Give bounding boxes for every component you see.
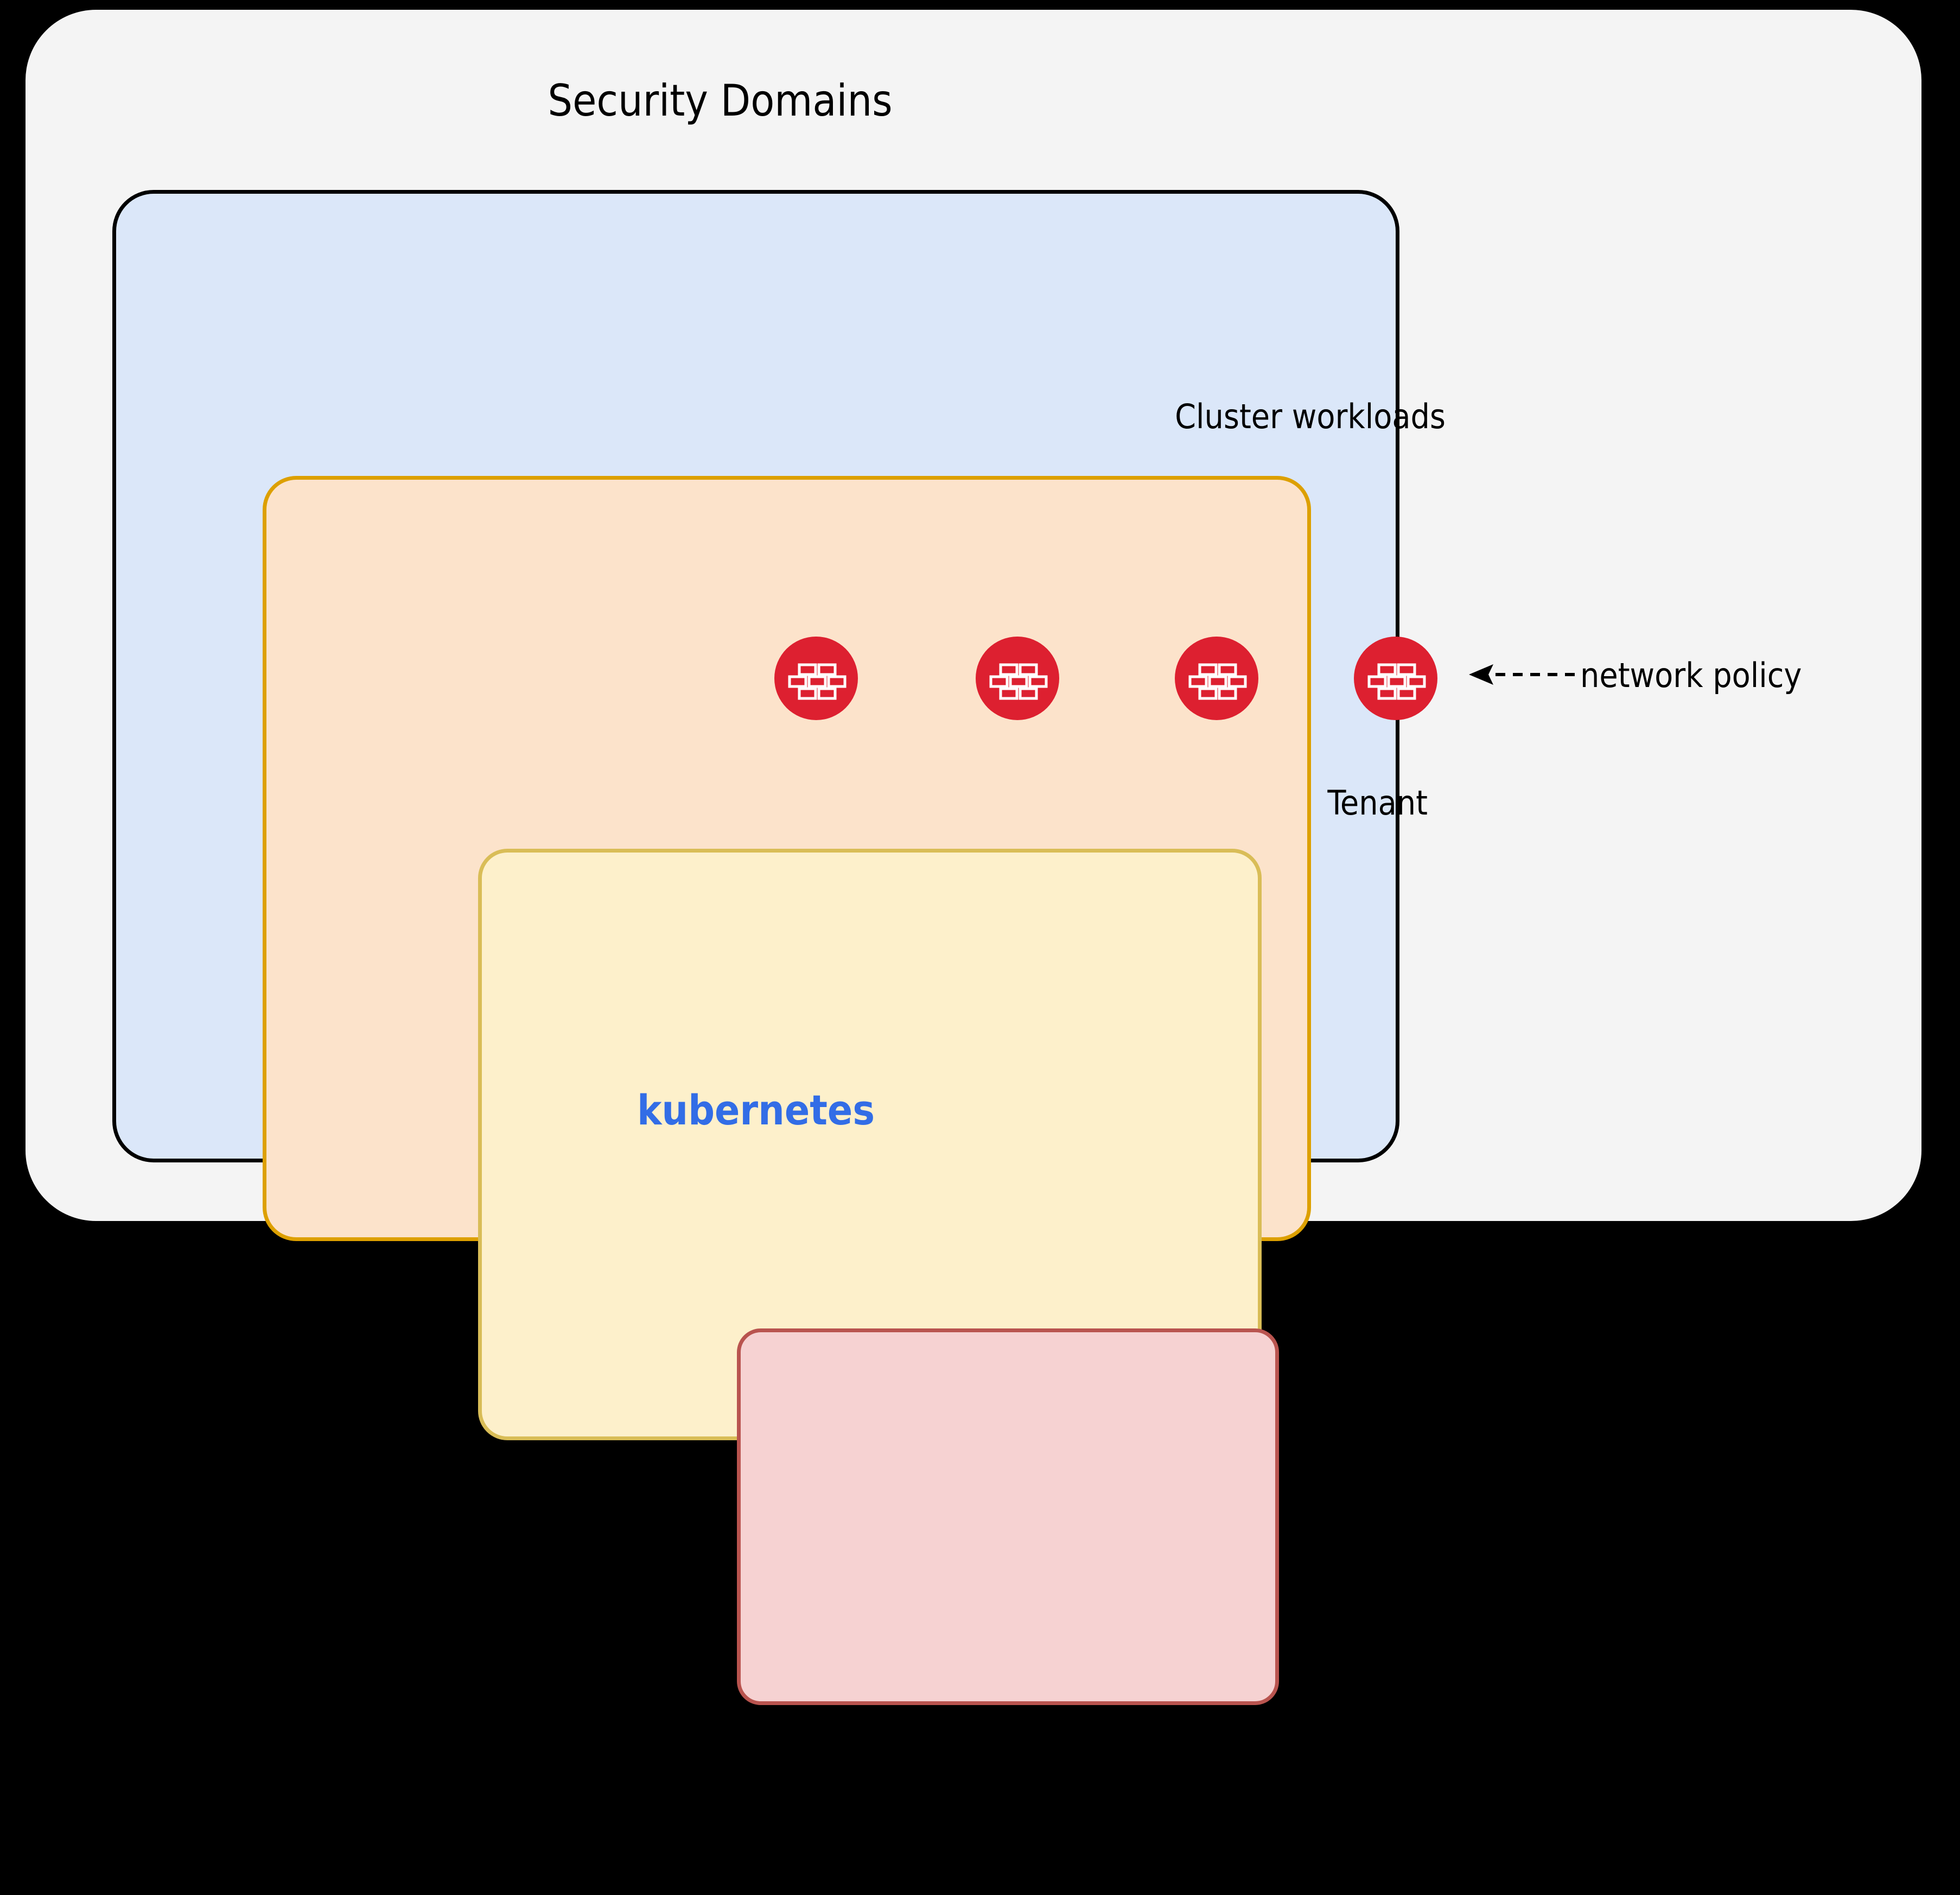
firewall-brick-icon <box>989 663 1048 700</box>
box-namespace[interactable]: Namespace Endpoint groups <box>478 849 1448 1892</box>
box-label-tenant: Tenant <box>1327 783 1428 823</box>
firewall-marker-cluster[interactable] <box>1354 637 1437 720</box>
page-title: Security Domains <box>548 75 893 126</box>
box-label-cluster-workloads: Cluster workloads <box>1175 397 1446 436</box>
firewall-marker-tenant[interactable] <box>1175 637 1258 720</box>
network-policy-label: network policy <box>1580 656 1802 695</box>
kubernetes-label: kubernetes <box>637 1086 875 1134</box>
firewall-brick-icon <box>788 663 847 700</box>
diagram-canvas: Security Domains Cluster workloads Tenan… <box>26 10 1921 1892</box>
dashed-arrow-left-icon <box>1469 664 1575 685</box>
security-domains-panel: Security Domains Cluster workloads Tenan… <box>26 10 1921 1892</box>
box-label-namespace: Namespace <box>1269 1244 1448 1284</box>
box-label-endpoint-groups: Endpoint groups <box>1048 1855 1296 1895</box>
firewall-marker-endpoint-groups[interactable] <box>774 637 858 720</box>
firewall-marker-namespace[interactable] <box>976 637 1059 720</box>
firewall-brick-icon <box>1367 663 1426 700</box>
box-endpoint-groups[interactable]: Endpoint groups <box>737 1328 1296 1892</box>
firewall-brick-icon <box>1188 663 1247 700</box>
